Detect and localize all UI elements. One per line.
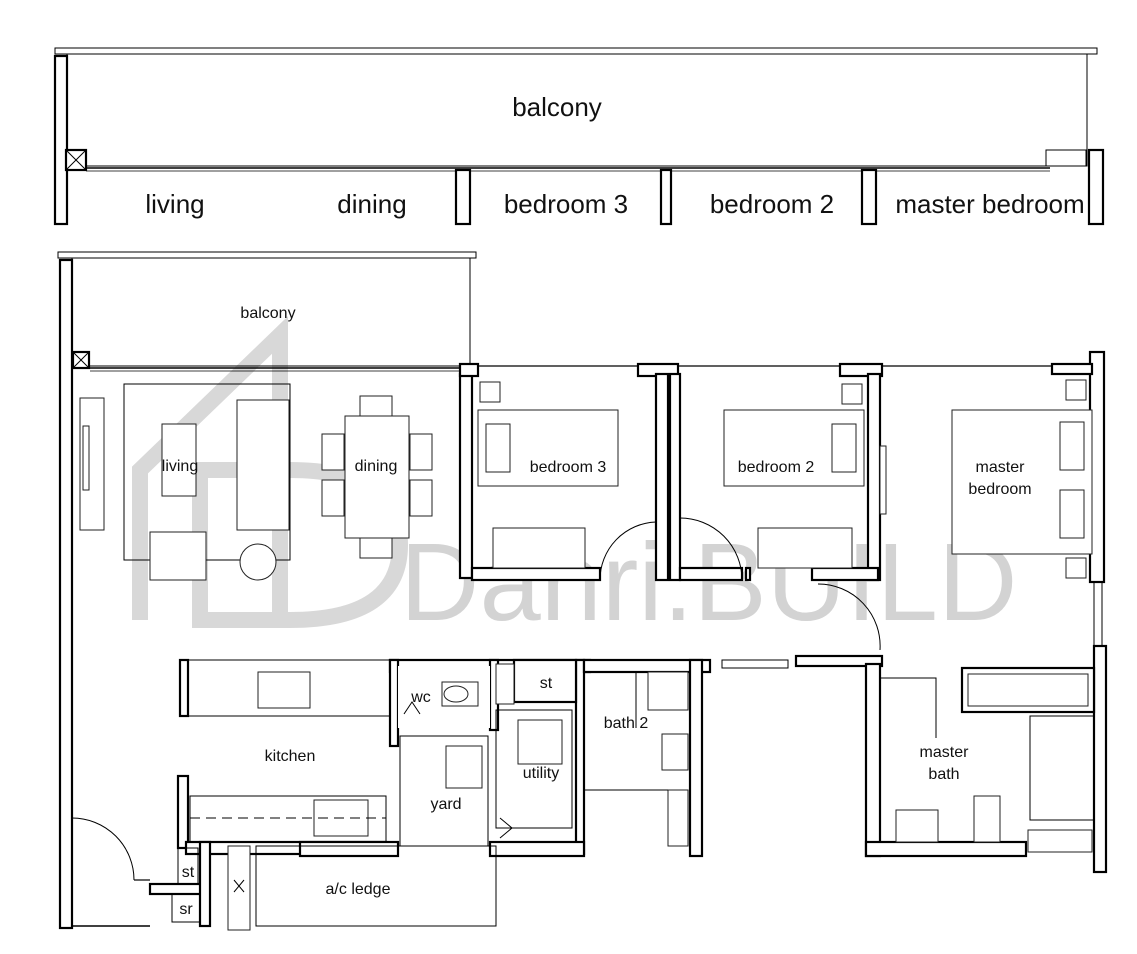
pillow xyxy=(1059,489,1085,539)
bedside-table xyxy=(479,381,501,403)
elevation-label-bedroom-2: bedroom 2 xyxy=(710,189,834,219)
door-swing-master-bath xyxy=(880,677,937,738)
label-bedroom-2: bedroom 2 xyxy=(738,459,815,476)
yard-appliance xyxy=(445,745,483,789)
elevation-label-bedroom-3: bedroom 3 xyxy=(504,189,628,219)
elevation-balcony-corner xyxy=(1045,149,1087,167)
label-master-bedroom-line-2: bedroom xyxy=(968,481,1031,498)
bedside-table xyxy=(1065,557,1087,579)
toilet-bath-2 xyxy=(661,733,689,771)
window-master xyxy=(879,445,887,515)
pillow xyxy=(485,423,511,473)
label-balcony: balcony xyxy=(240,305,295,322)
label-dining: dining xyxy=(355,458,398,475)
store-lower xyxy=(177,847,199,885)
ac-ledge-outline xyxy=(255,845,497,927)
label-store-lower: st xyxy=(182,864,195,881)
bedroom-2-right-wall xyxy=(866,372,882,582)
dining-chair xyxy=(321,433,345,471)
tv-screen xyxy=(82,425,90,491)
window-right xyxy=(1093,581,1103,647)
wardrobe-bedroom-3 xyxy=(492,527,586,569)
bedside-table xyxy=(841,383,863,405)
elevation-wall-3 xyxy=(860,168,878,226)
label-master-bedroom-line-1: master xyxy=(976,459,1026,476)
dining-chair xyxy=(321,479,345,517)
utility-right-wall xyxy=(574,658,586,856)
label-master-bath-line-1: master xyxy=(920,744,970,761)
elevation-label-master-bedroom: master bedroom xyxy=(895,189,1084,219)
door-swing-bedroom-3 xyxy=(599,521,657,581)
dining-chair xyxy=(359,395,393,417)
coffee-table xyxy=(161,423,197,497)
elevation-label-dining: dining xyxy=(337,189,406,219)
label-store-upper: st xyxy=(540,675,553,692)
door-swing-entrance xyxy=(71,817,135,881)
label-bath-2: bath 2 xyxy=(604,715,649,732)
wardrobe-bedroom-2 xyxy=(757,527,853,569)
pillow xyxy=(831,423,857,473)
elevation-strip: balcony living dining bedroom 3 bedroom … xyxy=(53,47,1105,226)
label-utility: utility xyxy=(523,765,559,782)
elevation-right-wall xyxy=(1087,148,1105,226)
dining-chair xyxy=(409,433,433,471)
elevation-label-living: living xyxy=(145,189,204,219)
bath-2-right-wall xyxy=(688,658,704,858)
left-external-wall xyxy=(58,258,74,930)
elevation-wall-1 xyxy=(454,168,472,226)
floor-plan: balcony living dining bedroom 3 bedroom … xyxy=(57,251,1108,931)
shower-area xyxy=(1029,715,1095,821)
shaft-ledge xyxy=(227,845,251,931)
bedroom-3-left-wall xyxy=(458,372,474,580)
living-rug xyxy=(123,383,291,561)
door-swing-master xyxy=(817,583,881,651)
label-wc: wc xyxy=(410,689,431,706)
floor-lamp xyxy=(239,543,277,581)
vanity-sink xyxy=(895,809,939,843)
dining-table xyxy=(344,415,410,539)
toilet xyxy=(973,795,1001,843)
bedroom-2-left-wall xyxy=(668,372,682,582)
elevation-balcony-rail xyxy=(54,47,1098,55)
label-bedroom-3: bedroom 3 xyxy=(530,459,607,476)
watermark: Dahri.BUILD xyxy=(132,316,1017,644)
label-living: living xyxy=(162,458,198,475)
label-yard: yard xyxy=(430,796,461,813)
washer xyxy=(517,719,563,765)
elevation-wall-2 xyxy=(659,168,673,226)
shower-bath-2 xyxy=(667,789,689,847)
armchair xyxy=(149,531,207,581)
bedroom-3-right-wall xyxy=(654,372,670,582)
balcony-rail xyxy=(57,251,477,259)
elevation-label-balcony: balcony xyxy=(512,92,602,122)
basin-bath-2 xyxy=(647,671,689,711)
elevation-left-wall xyxy=(53,54,69,226)
wc-left-wall xyxy=(388,658,400,748)
label-master-bath-line-2: bath xyxy=(928,766,959,783)
pillow xyxy=(1059,421,1085,471)
label-ac-ledge: a/c ledge xyxy=(326,881,391,898)
dining-chair xyxy=(359,537,393,559)
utility-outline xyxy=(495,709,573,829)
bedside-table xyxy=(1065,379,1087,401)
door-swing-bedroom-2 xyxy=(679,517,743,581)
kitchen-sink xyxy=(257,671,311,709)
sofa xyxy=(236,399,290,531)
label-kitchen: kitchen xyxy=(265,748,316,765)
door-swing-bath-2 xyxy=(590,671,637,728)
right-lower-wall xyxy=(1092,644,1108,874)
master-bath-left-wall xyxy=(864,662,882,858)
shower-tray xyxy=(1027,829,1093,853)
label-service-riser: sr xyxy=(179,901,193,918)
dining-chair xyxy=(409,479,433,517)
